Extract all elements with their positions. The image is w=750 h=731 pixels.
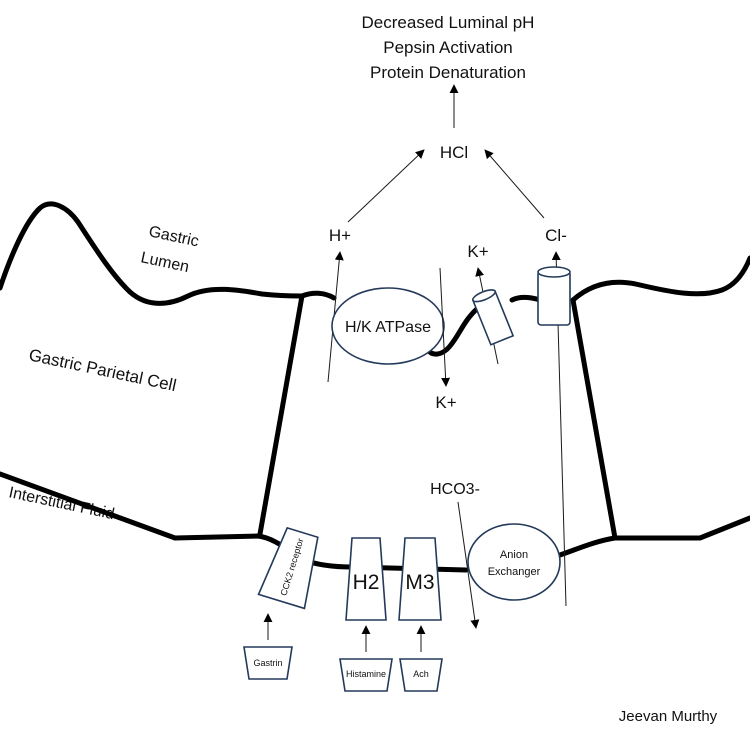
k-plus-out-label: K+ <box>467 242 488 261</box>
hco3-label: HCO3- <box>430 481 480 498</box>
histamine-box <box>339 658 393 692</box>
ach-box <box>399 658 443 692</box>
parietal-cell-label: Gastric Parietal Cell <box>27 345 178 395</box>
left-cell-outline <box>0 201 305 541</box>
anion-exchanger-label-1: Anion <box>500 549 528 561</box>
k-plus-in-label: K+ <box>435 393 456 412</box>
cl-minus-label: Cl- <box>545 226 567 245</box>
cl-channel <box>537 266 571 326</box>
hk-atpase-label: H/K ATPase <box>345 319 431 336</box>
interstitial-fluid-label: Interstitial Fluid <box>7 484 116 523</box>
gastric-lumen-label-2: Lumen <box>139 249 190 276</box>
k-channel <box>471 289 515 346</box>
outcome-ph: Decreased Luminal pH <box>362 13 535 32</box>
gastrin-label: Gastrin <box>253 658 282 668</box>
right-basolateral-wall <box>570 297 618 541</box>
gastric-lumen-label-1: Gastric <box>147 223 200 250</box>
k-in-arrow <box>439 267 451 387</box>
outcome-protein: Protein Denaturation <box>370 63 526 82</box>
m3-receptor <box>398 537 442 621</box>
author-credit: Jeevan Murthy <box>619 708 718 725</box>
right-cell-outline <box>570 255 750 541</box>
cl-to-hcl-arrow <box>484 149 545 219</box>
histamine-label: Histamine <box>346 669 386 679</box>
h-to-hcl-arrow <box>347 149 425 223</box>
hk-atpase-pump <box>331 287 445 365</box>
h2-receptor-label: H2 <box>353 571 380 594</box>
anion-exchanger-label-2: Exchanger <box>488 566 541 578</box>
ach-label: Ach <box>413 669 429 679</box>
hcl-label: HCl <box>440 143 468 162</box>
anion-exchanger <box>467 523 561 601</box>
left-basolateral-wall <box>257 293 305 537</box>
outcome-pepsin: Pepsin Activation <box>383 38 512 57</box>
cck2-receptor: CCK2 receptor <box>257 526 319 610</box>
h2-receptor <box>345 537 387 621</box>
hco3-arrow <box>457 501 480 629</box>
m3-receptor-label: M3 <box>405 571 434 594</box>
gastrin-box <box>243 646 293 680</box>
h-plus-label: H+ <box>329 226 351 245</box>
